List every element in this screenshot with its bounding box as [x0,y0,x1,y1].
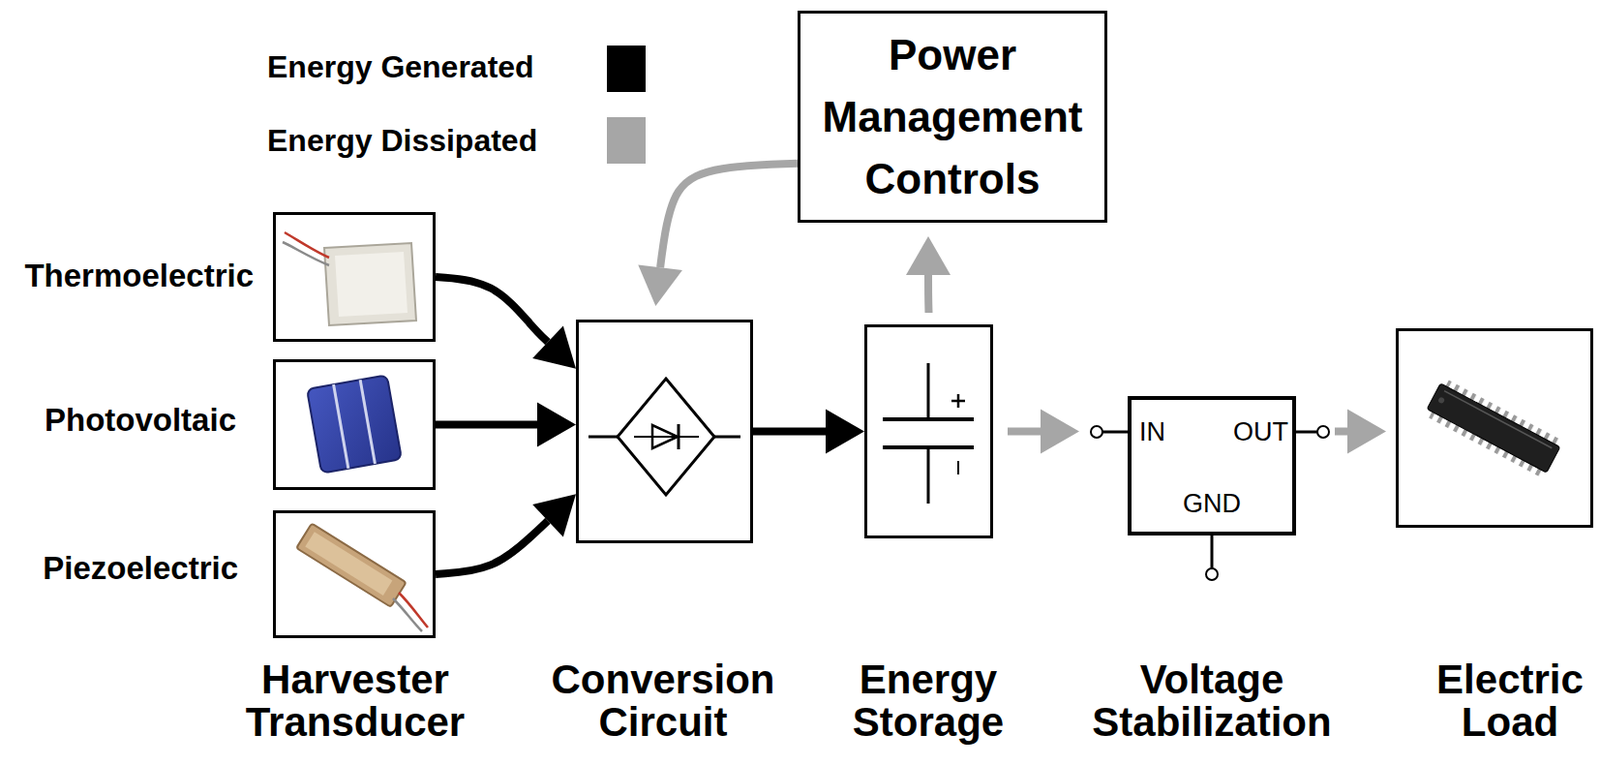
pin-name: IN [1139,417,1166,447]
harvester-box: Piezoelectric [272,510,436,638]
bridge-rectifier-symbol [588,378,741,495]
stage-caption: Voltage Stabilization [1091,658,1331,744]
source-label: Thermoelectric [24,257,254,295]
polarity-mark [957,393,961,408]
load-box: Electric Load [1395,328,1594,528]
legend-text: Energy Dissipated [267,121,538,159]
arrow-head [532,326,576,369]
strip-body [296,522,406,606]
strip-wire [392,598,423,632]
diode-triangle [652,424,678,449]
arrow-shaft [1334,427,1348,436]
arrow-shaft [660,163,798,269]
pin-wire [1102,430,1128,434]
thermoelectric-module [282,232,417,326]
module-body [324,242,417,326]
energy-flow-arrow [905,236,951,313]
symbol-lead [714,435,741,439]
arrow-head [637,265,683,306]
pin-wire [1210,535,1214,569]
chip-body [1426,383,1561,473]
arrow-head [825,409,865,454]
energy-flow-arrow [753,409,865,454]
symbol-lead [588,435,618,439]
pin-wire [1296,430,1318,434]
arrow-head [905,236,951,275]
solar-cell [306,374,402,473]
column-caption: Harvester Transducer [245,658,465,744]
arrow-shaft [435,421,538,429]
capacitor-plate [882,417,974,422]
arrow-shaft [435,520,548,574]
arrow-head [532,493,576,537]
arrow-shaft [1007,427,1041,436]
arrow-head [1040,409,1080,454]
cell-busbar [333,384,349,469]
storage-box: Energy Storage [864,324,994,539]
strip-face [304,531,393,596]
pin-name: GND [1182,488,1241,518]
energy-flow-arrow [637,163,798,306]
energy-flow-arrow [1334,409,1387,454]
module-wire [282,241,330,266]
regulator-box: INOUTGNDVoltage Stabilization [1127,395,1297,536]
capacitor-lead [927,447,931,504]
energy-flow-arrow [1007,409,1080,454]
legend-swatch [606,117,646,164]
control-box: Power Management Controls [797,10,1108,223]
pin-terminal [1317,425,1329,438]
cell-busbar [360,379,375,464]
box-title: Power Management Controls [822,24,1084,211]
stage-caption: Energy Storage [852,658,1004,744]
capacitor-symbol [882,362,974,504]
energy-flow-arrow [435,402,576,448]
diode-line [633,435,699,438]
legend-text: Energy Generated [267,48,535,86]
chip-notch [1437,395,1446,404]
diode-bar [677,423,681,450]
capacitor-lead [927,362,931,420]
legend-swatch [606,45,646,92]
rectifier-diamond [617,378,715,495]
polarity-mark [957,460,960,475]
arrow-shaft [435,276,548,342]
chip-highlight [1444,391,1552,449]
arrow-shaft [753,427,826,436]
module-face [334,251,408,317]
arrow-head [1347,409,1387,454]
stage-caption: Electric Load [1436,658,1584,744]
harvester-box: Photovoltaic [272,359,436,490]
source-label: Piezoelectric [42,549,239,587]
energy-flow-arrow [435,493,576,574]
pin-name: OUT [1233,417,1289,447]
source-label: Photovoltaic [44,401,237,439]
energy-flow-arrow [435,276,576,369]
ic-chip [1423,377,1564,480]
arrow-head [537,402,576,448]
piezo-strip [296,522,428,632]
stage-caption: Conversion Circuit [550,658,775,744]
cell-body [306,374,402,473]
pin-terminal [1090,425,1103,438]
arrow-shaft [924,274,933,313]
harvester-box: Thermoelectric [272,211,436,342]
pin-terminal [1206,568,1218,580]
converter-box: Conversion Circuit [575,319,754,544]
